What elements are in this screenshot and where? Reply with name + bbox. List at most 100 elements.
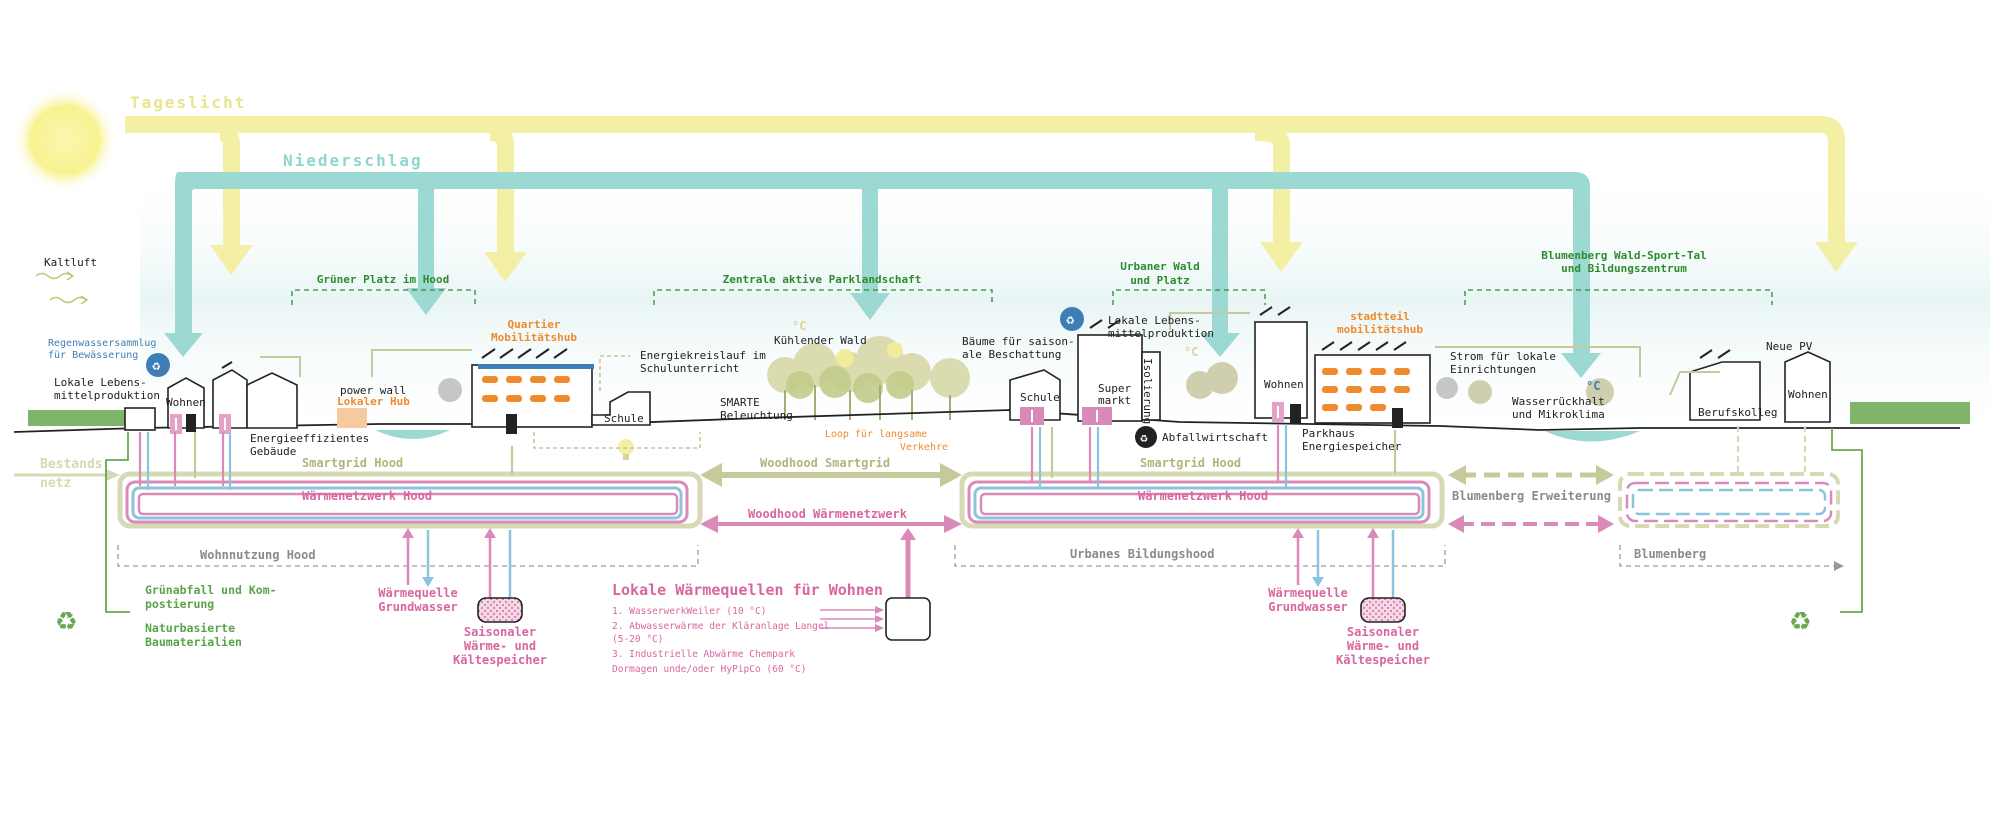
quartier-hub-line2: Mobilitätshub: [491, 331, 577, 344]
recycle-icon: ♻: [1060, 307, 1084, 331]
recycle-icon: ♻: [1790, 599, 1810, 639]
thermometer-icon: [219, 414, 231, 434]
zone-blumenberg-line1: Blumenberg Wald-Sport-Tal: [1541, 249, 1707, 262]
charging-icon: [1392, 408, 1403, 428]
cold-air-icon: [35, 271, 89, 305]
local-heat-item-3b: Dormagen unde/oder HyPipCo (60 °C): [612, 664, 806, 675]
power-local-line2: Einrichtungen: [1450, 363, 1536, 376]
green-waste-line1: Grünabfall und Kom-: [145, 583, 277, 597]
local-heat-item-2b: (5-20 °C): [612, 634, 663, 645]
buildings: [124, 321, 1831, 431]
smartgrid-hood-right: [959, 471, 1445, 529]
storage-1-line3: Kältespeicher: [453, 653, 547, 667]
smart-lighting-line2: Beleuchtung: [720, 409, 793, 422]
wohnen-label-3: Wohnen: [1788, 388, 1828, 401]
zone-blumenberg-line2: und Bildungszentrum: [1561, 262, 1687, 275]
district-boundaries: [117, 545, 1844, 571]
supermarket-line1: Super: [1098, 382, 1131, 395]
local-hub-box: [337, 408, 367, 428]
energy-building-line1: Energieeffizientes: [250, 432, 369, 445]
power-wall-label: power wall: [340, 384, 406, 397]
isolation-label: Isolierung: [1141, 358, 1154, 424]
recycle-icon: ♻: [56, 599, 76, 639]
residential-hood-label: Wohnnutzung Hood: [200, 548, 316, 562]
zone-urban-forest-line1: Urbaner Wald: [1120, 260, 1199, 273]
zone-urban-forest-line2: und Platz: [1130, 274, 1190, 287]
stadtteil-hub-line2: mobilitätshub: [1337, 323, 1423, 336]
energy-loop-line2: Schulunterricht: [640, 362, 739, 375]
svg-text:♻: ♻: [1790, 599, 1810, 639]
zone-brackets: [291, 289, 1773, 305]
cooling-forest-label: Kühlender Wald: [774, 334, 867, 347]
parkhaus-line1: Parkhaus: [1302, 427, 1355, 440]
storage-1-line2: Wärme- und: [464, 639, 536, 653]
recycle-icon: ♻: [1135, 426, 1157, 448]
precipitation-flow: [164, 172, 1601, 378]
seasonal-storage-left: [477, 597, 523, 623]
cold-air-label: Kaltluft: [44, 256, 97, 269]
hub-blue-roof: [478, 364, 594, 369]
storage-1-line1: Saisonaler: [464, 625, 536, 639]
smartgrid-hood-label-1: Smartgrid Hood: [302, 456, 403, 470]
degree-label-1: °C: [792, 319, 806, 333]
thermometer-icon: [1272, 402, 1284, 422]
degree-label-3: °C: [1586, 379, 1600, 393]
trees-shade-line2: ale Beschattung: [962, 348, 1061, 361]
water-retention-line2: und Mikroklima: [1512, 408, 1605, 421]
heat-hood-label-2: Wärmenetzwerk Hood: [1138, 489, 1268, 503]
smartgrid-hood-label-2: Smartgrid Hood: [1140, 456, 1241, 470]
existing-grid-line1: Bestands: [40, 457, 103, 472]
green-waste-line2: postierung: [145, 597, 214, 611]
rainwater-label-line1: Regenwassersammlug: [48, 338, 156, 349]
new-pv-label: Neue PV: [1766, 340, 1813, 353]
urban-education-label: Urbanes Bildungshood: [1070, 547, 1215, 561]
heat-source-1-line1: Wärmequelle: [378, 586, 457, 600]
heat-source-2-line2: Grundwasser: [1268, 600, 1347, 614]
stadtteil-hub-line1: stadtteil: [1350, 310, 1410, 323]
storage-2-line2: Wärme- und: [1347, 639, 1419, 653]
schule-label-2: Schule: [1020, 391, 1060, 404]
grass-patches: [28, 402, 1970, 426]
local-heat-item-3: 3. Industrielle Abwärme Chempark: [612, 649, 795, 660]
local-heat-source-box: [885, 597, 931, 641]
loop-label-line2: Verkehre: [900, 442, 948, 453]
thermometer-icon: [170, 414, 182, 434]
thermometer-icon: [1020, 407, 1044, 425]
zone-central-park: Zentrale aktive Parklandschaft: [723, 273, 922, 286]
solar-panels: [221, 306, 1731, 369]
energy-loop-line1: Energiekreislauf im: [640, 349, 766, 362]
wohnen-label-1: Wohnen: [166, 396, 206, 409]
dashed-loop-arrows: [533, 355, 701, 449]
svg-text:♻: ♻: [1140, 431, 1148, 446]
blumenberg-ext-smartgrid-arrow: [1448, 465, 1614, 485]
smart-lighting-line1: SMARTE: [720, 396, 760, 409]
blumenberg-label: Blumenberg: [1634, 547, 1706, 561]
forest-trees: [438, 336, 1614, 420]
charging-icon: [506, 414, 517, 434]
svg-text:♻: ♻: [56, 599, 76, 639]
natural-materials-line1: Naturbasierte: [145, 621, 235, 635]
heat-source-1-line2: Grundwasser: [378, 600, 457, 614]
waste-label: Abfallwirtschaft: [1162, 431, 1268, 444]
precipitation-label: Niederschlag: [283, 151, 423, 170]
energy-building-line2: Gebäude: [250, 445, 296, 458]
power-local-line1: Strom für lokale: [1450, 350, 1556, 363]
local-heat-item-1: 1. WasserwerkWeiler (10 °C): [612, 606, 766, 617]
water-retention-line1: Wasserrückhalt: [1512, 395, 1605, 408]
food-left-line2: mittelproduktion: [54, 389, 160, 402]
food-left-line1: Lokale Lebens-: [54, 376, 147, 389]
existing-grid-line2: netz: [40, 476, 71, 491]
seasonal-storage-right: [1360, 597, 1406, 623]
trees-shade-line1: Bäume für saison-: [962, 335, 1075, 348]
green-waste-lines: [105, 428, 1863, 613]
quartier-hub-line1: Quartier: [508, 318, 561, 331]
recycle-icon: ♻: [146, 353, 170, 377]
heat-source-arrowheads: [402, 528, 1379, 587]
natural-materials-line2: Baumaterialien: [145, 635, 242, 649]
existing-grid-arrow: [14, 469, 120, 481]
energy-feedback-arrows: [260, 312, 1720, 396]
blumenberg-dashed-ring: [1618, 472, 1840, 528]
parkhaus-line2: Energiespeicher: [1302, 440, 1402, 453]
wohnen-label-2: Wohnen: [1264, 378, 1304, 391]
